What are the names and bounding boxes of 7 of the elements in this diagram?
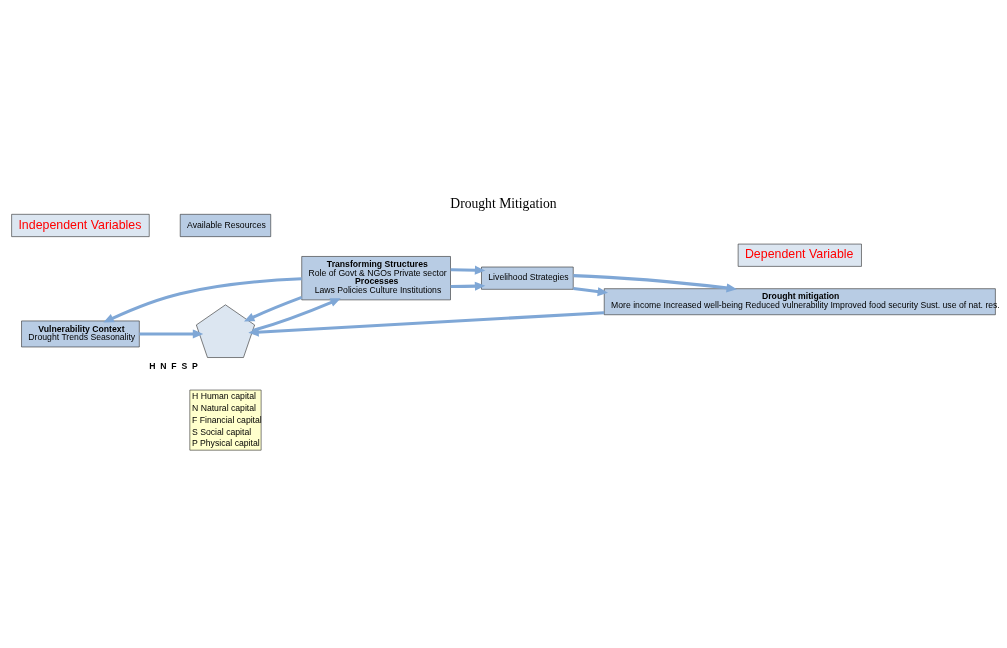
legend-label: P Physical capital — [192, 437, 260, 448]
legend-label: F Financial capital — [192, 414, 262, 425]
diagram-title: Drought Mitigation — [450, 195, 557, 211]
legend-label: N Natural capital — [192, 402, 257, 413]
node-label: H N F S P — [149, 360, 198, 371]
legend-label: H Human capital — [192, 390, 257, 401]
legend-label: S Social capital — [192, 426, 252, 436]
